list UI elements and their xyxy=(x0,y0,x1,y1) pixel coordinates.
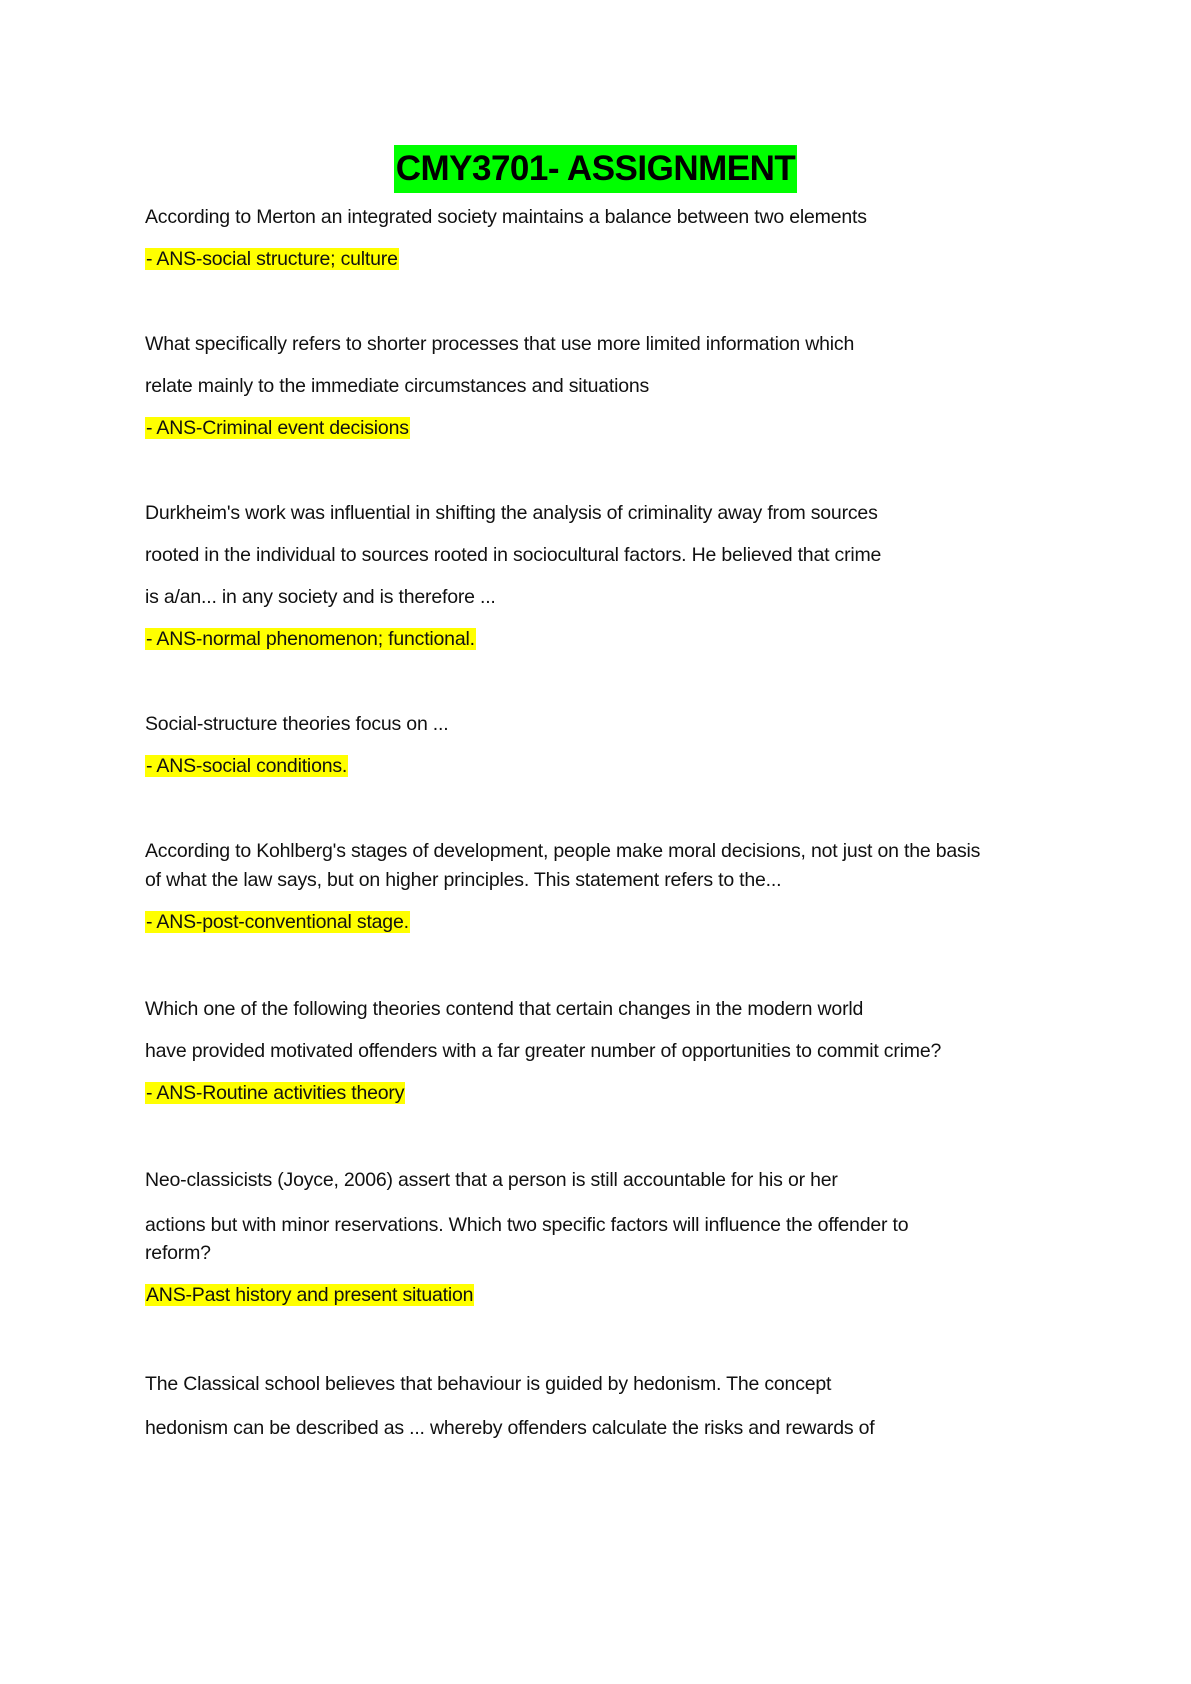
answer-3-wrap: - ANS-normal phenomenon; functional. xyxy=(145,626,476,652)
answer-1-wrap: - ANS-social structure; culture xyxy=(145,246,399,272)
question-7-line-3: reform? xyxy=(145,1242,211,1264)
answer-5: - ANS-post-conventional stage. xyxy=(145,911,410,933)
document-title-wrap: CMY3701- ASSIGNMENT xyxy=(0,145,1191,193)
question-6-line-2: have provided motivated offenders with a… xyxy=(145,1040,942,1062)
answer-6-wrap: - ANS-Routine activities theory xyxy=(145,1080,406,1106)
question-8-line-1: The Classical school believes that behav… xyxy=(145,1373,832,1395)
question-5-line-2: of what the law says, but on higher prin… xyxy=(145,869,782,891)
question-7-line-2: actions but with minor reservations. Whi… xyxy=(145,1214,909,1236)
question-5-line-1: According to Kohlberg's stages of develo… xyxy=(145,840,981,862)
question-6-line-1: Which one of the following theories cont… xyxy=(145,998,864,1020)
answer-2-wrap: - ANS-Criminal event decisions xyxy=(145,415,410,441)
answer-2: - ANS-Criminal event decisions xyxy=(145,417,410,439)
question-2-line-1: What specifically refers to shorter proc… xyxy=(145,333,855,355)
answer-6: - ANS-Routine activities theory xyxy=(145,1082,406,1104)
question-8-line-2: hedonism can be described as ... whereby… xyxy=(145,1417,875,1439)
answer-1: - ANS-social structure; culture xyxy=(145,248,399,270)
answer-4: - ANS-social conditions. xyxy=(145,755,349,777)
question-3-line-1: Durkheim's work was influential in shift… xyxy=(145,502,878,524)
question-1-line-1: According to Merton an integrated societ… xyxy=(145,206,867,228)
answer-3: - ANS-normal phenomenon; functional. xyxy=(145,628,476,650)
answer-7-wrap: ANS-Past history and present situation xyxy=(145,1282,475,1308)
question-4-line-1: Social-structure theories focus on ... xyxy=(145,713,449,735)
answer-5-wrap: - ANS-post-conventional stage. xyxy=(145,909,410,935)
question-7-line-1: Neo-classicists (Joyce, 2006) assert tha… xyxy=(145,1169,838,1191)
answer-7: ANS-Past history and present situation xyxy=(145,1284,475,1306)
question-2-line-2: relate mainly to the immediate circumsta… xyxy=(145,375,650,397)
document-title: CMY3701- ASSIGNMENT xyxy=(393,145,798,193)
answer-4-wrap: - ANS-social conditions. xyxy=(145,753,349,779)
question-3-line-3: is a/an... in any society and is therefo… xyxy=(145,586,496,608)
question-3-line-2: rooted in the individual to sources root… xyxy=(145,544,882,566)
